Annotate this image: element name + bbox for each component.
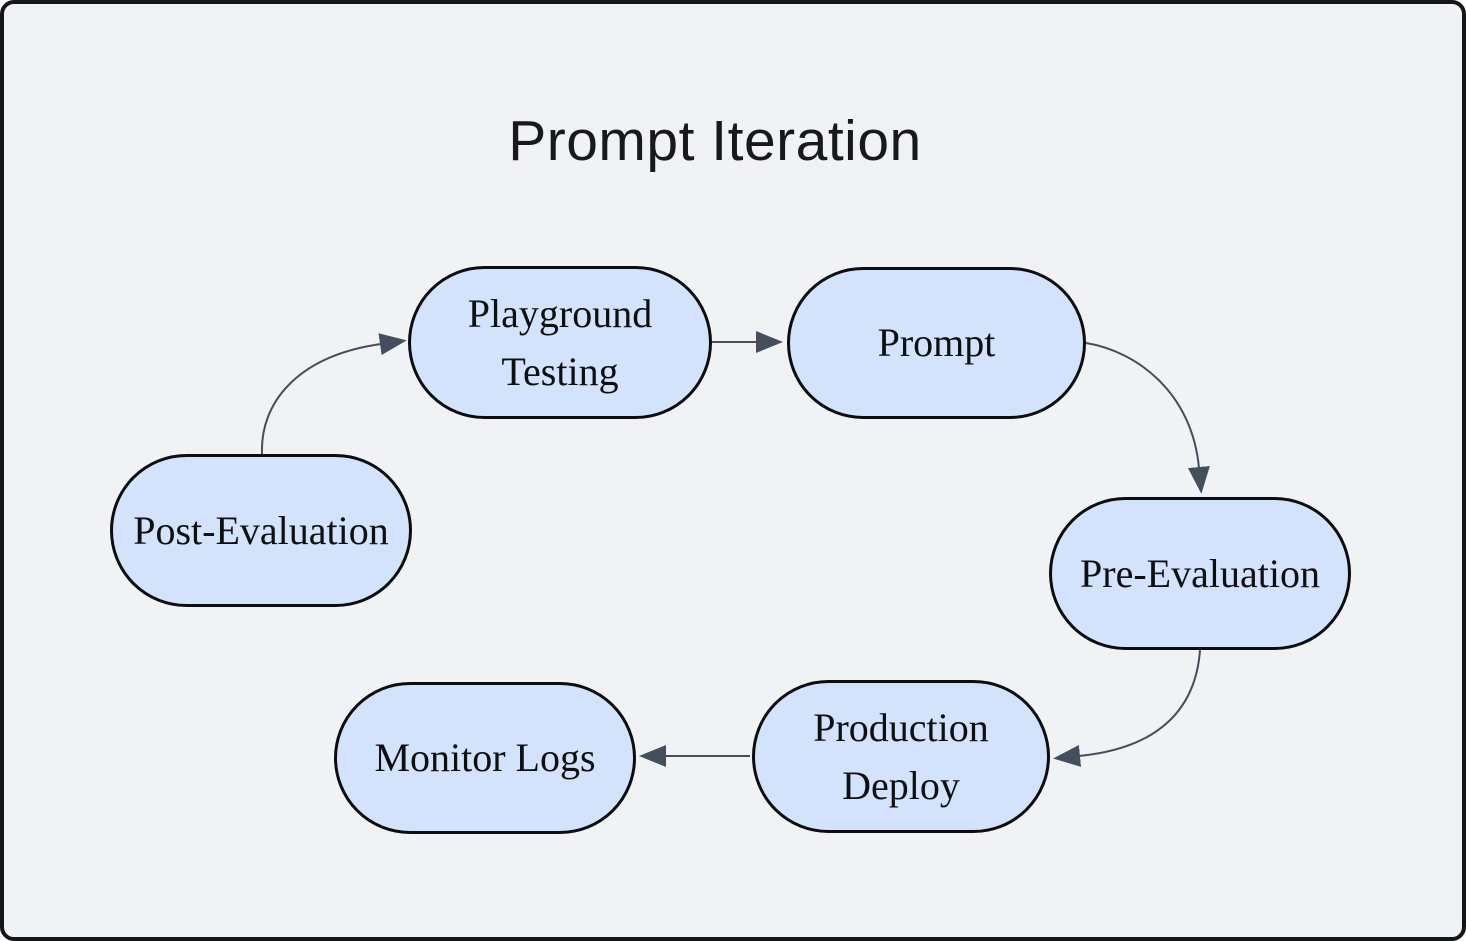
edge-prompt-to-pre-evaluation [1085, 342, 1210, 494]
node-label-line: Testing [501, 348, 619, 394]
node-playground-testing: Playground Testing [408, 266, 712, 419]
node-label-line: Production [813, 704, 989, 750]
node-prompt: Prompt [787, 267, 1086, 419]
edge-post-evaluation-to-playground-testing [260, 333, 407, 455]
node-pre-evaluation: Pre-Evaluation [1049, 497, 1351, 650]
node-monitor-logs: Monitor Logs [334, 682, 636, 834]
node-label: Pre-Evaluation [1080, 550, 1320, 596]
node-label-line: Playground [467, 290, 653, 336]
node-label: Post-Evaluation [133, 507, 389, 553]
diagram-title: Prompt Iteration [508, 109, 922, 173]
node-label: Monitor Logs [374, 735, 596, 780]
node-label-line: Deploy [842, 762, 960, 808]
edge-pre-evaluation-to-production-deploy [1053, 649, 1201, 767]
node-post-evaluation: Post-Evaluation [110, 454, 412, 607]
node-label: Prompt [877, 320, 996, 365]
node-production-deploy: Production Deploy [752, 680, 1050, 833]
